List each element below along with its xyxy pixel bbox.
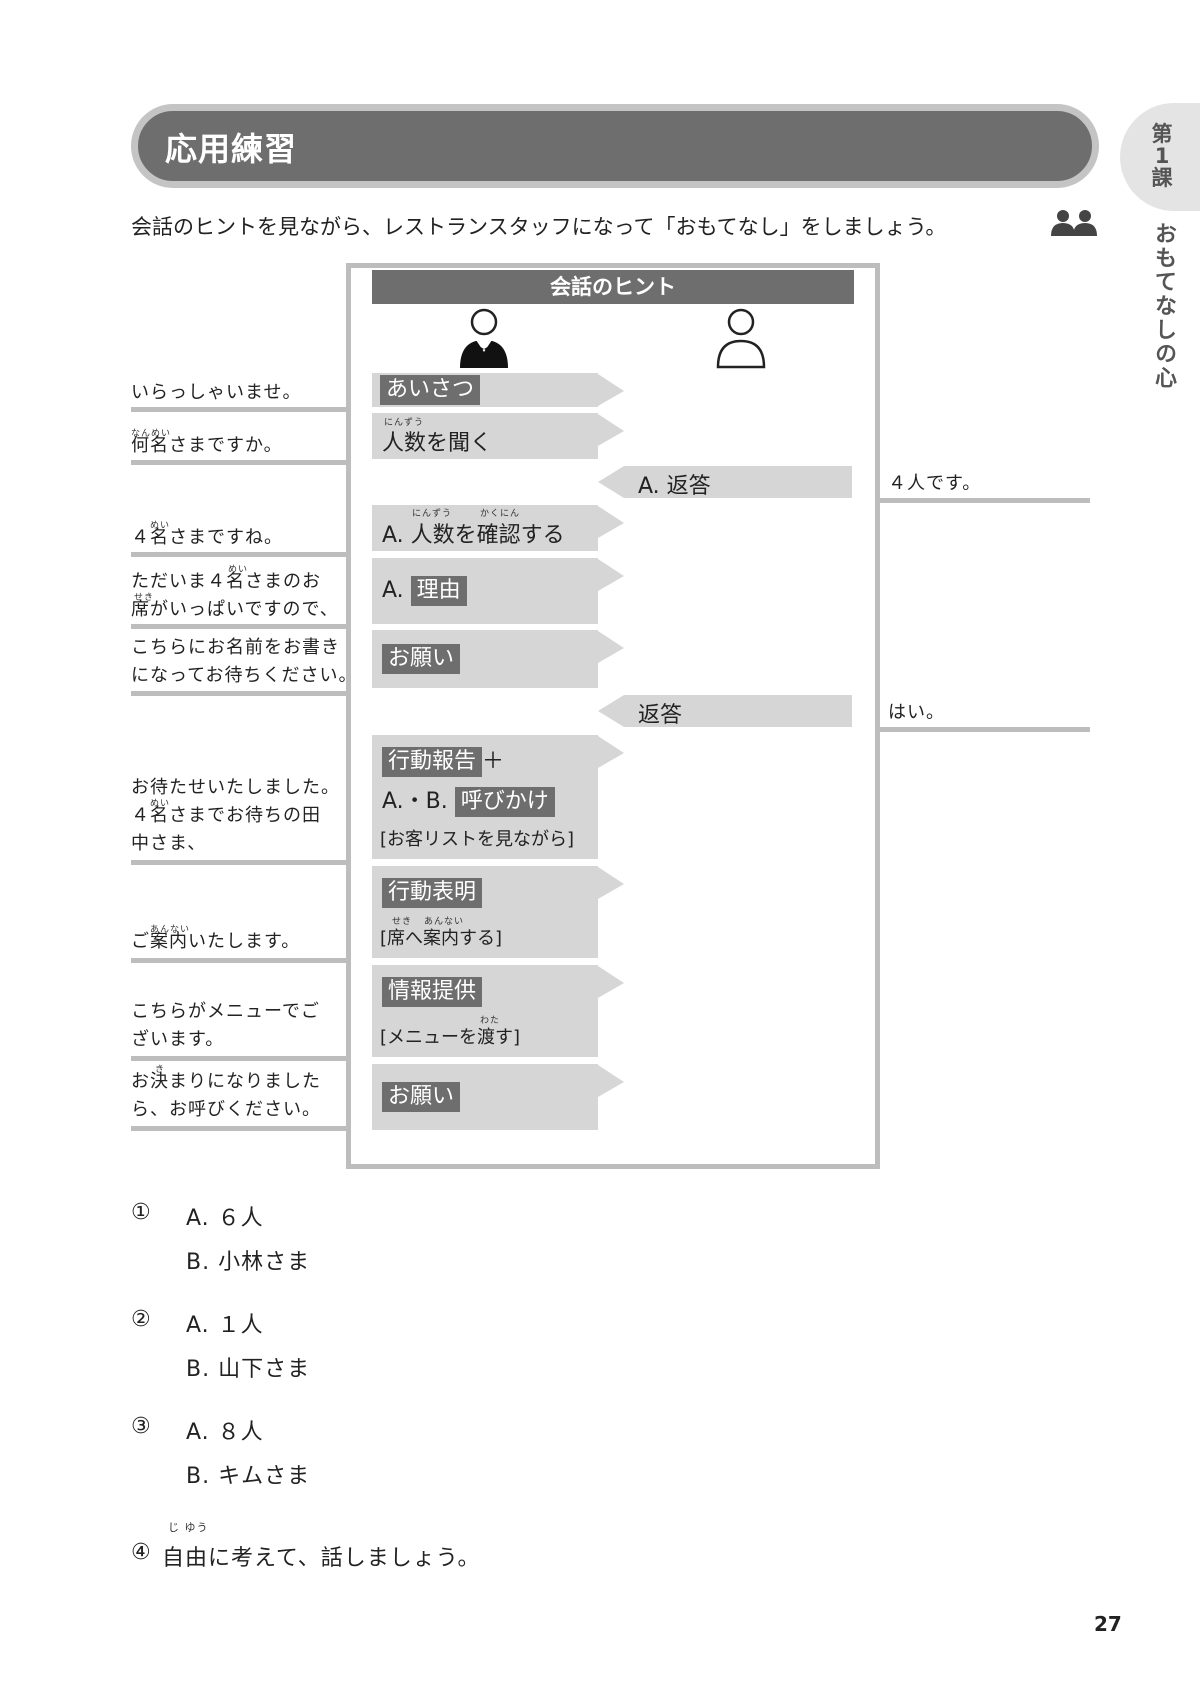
staff-line-rule — [131, 1056, 346, 1061]
staff-line-call-1: お待たせいたしました。 — [131, 777, 340, 798]
exercise-number: ③ — [131, 1414, 151, 1439]
hint-step-greeting: あいさつ — [372, 373, 624, 407]
exercise-number: ② — [131, 1307, 151, 1332]
exercise-number: ① — [131, 1200, 151, 1225]
staff-line-rule — [131, 1126, 346, 1131]
chapter-title: おもてなしの心 — [1151, 222, 1176, 390]
customer-line-rule — [880, 498, 1090, 503]
exercise-3-b: B. キムさま — [186, 1464, 311, 1489]
hint-step-answer-a: A. 返答 — [598, 466, 852, 498]
exercise-3-a: A. ８人 — [186, 1420, 264, 1445]
hint-box-title: 会話のヒント — [372, 270, 854, 304]
hint-step-request-2: お願い — [372, 1064, 624, 1130]
chapter-number: 第 1 課 — [1151, 122, 1173, 190]
staff-person-icon — [458, 308, 510, 374]
staff-line-ask-number: 何名さまですか。 — [131, 435, 283, 456]
pair-work-icon — [1050, 209, 1098, 241]
staff-line-welcome: いらっしゃいませ。 — [131, 382, 302, 403]
exercise-4-free: 自由に考えて、話しましょう。 — [162, 1546, 481, 1571]
hint-step-reason: A. 理由 — [372, 558, 624, 624]
hint-step-confirm-number: にんずう かくにん A. 人数を確認する — [372, 505, 624, 551]
hint-step-action-report: 行動報告＋ A.・B. 呼びかけ [お客リストを見ながら] — [372, 735, 624, 859]
staff-line-reason-1: ただいま４名さまのお — [131, 571, 321, 592]
staff-line-call-us-1: お決まりになりました — [131, 1071, 321, 1092]
hint-step-ask-number: にんずう 人数を聞く — [372, 413, 624, 459]
page-number: 27 — [1094, 1612, 1122, 1636]
staff-line-request-2: になってお待ちください。 — [131, 665, 358, 686]
staff-line-rule — [131, 624, 346, 629]
customer-line-rule — [880, 727, 1090, 732]
staff-line-call-2: ４名さまでお待ちの田 — [131, 805, 321, 826]
exercise-number: ④ — [131, 1540, 151, 1565]
customer-line-number: ４人です。 — [888, 473, 982, 494]
exercise-1-b: B. 小林さま — [186, 1250, 311, 1275]
hint-step-request-1: お願い — [372, 630, 624, 688]
staff-line-guide: ご案内いたします。 — [131, 931, 301, 952]
staff-line-menu-1: こちらがメニューでご — [131, 1001, 320, 1022]
instruction-text: 会話のヒントを見ながら、レストランスタッフになって「おもてなし」をしましょう。 — [131, 215, 947, 239]
section-banner — [131, 104, 1099, 188]
chapter-tab — [1120, 103, 1200, 211]
staff-line-rule — [131, 460, 346, 465]
staff-line-menu-2: ざいます。 — [131, 1029, 225, 1050]
section-title: 応用練習 — [165, 130, 298, 168]
staff-line-rule — [131, 958, 346, 963]
staff-line-rule — [131, 407, 346, 412]
hint-step-information: 情報提供 わた [メニューを渡す] — [372, 965, 624, 1057]
staff-line-rule — [131, 691, 346, 696]
hint-step-action-statement: 行動表明 せき あんない [席へ案内する] — [372, 866, 624, 958]
staff-line-reason-2: 席がいっぱいですので、 — [131, 599, 339, 620]
exercise-2-a: A. １人 — [186, 1313, 264, 1338]
staff-line-rule — [131, 860, 346, 865]
customer-person-icon — [715, 308, 767, 374]
exercise-1-a: A. ６人 — [186, 1206, 264, 1231]
customer-line-yes: はい。 — [888, 702, 945, 723]
staff-line-request-1: こちらにお名前をお書き — [131, 637, 340, 658]
hint-step-answer: 返答 — [598, 695, 852, 727]
staff-line-call-us-2: ら、お呼びください。 — [131, 1099, 321, 1120]
staff-line-confirm: ４名さまですね。 — [131, 527, 283, 548]
staff-line-call-3: 中さま、 — [131, 833, 207, 854]
staff-line-rule — [131, 552, 346, 557]
exercise-2-b: B. 山下さま — [186, 1357, 311, 1382]
